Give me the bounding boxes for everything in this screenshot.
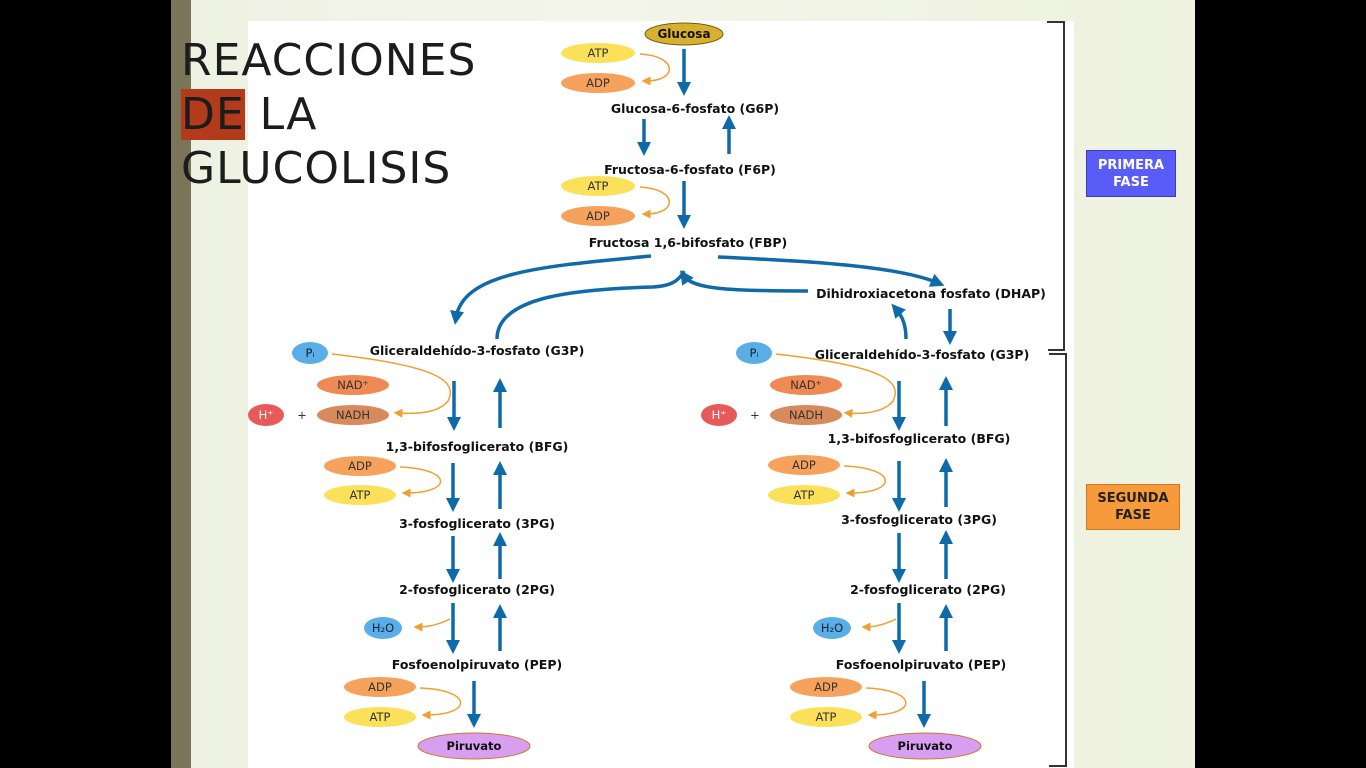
atp-molecule <box>344 707 416 727</box>
adp-molecule <box>768 455 840 475</box>
nadh-molecule <box>770 405 842 425</box>
adp-label: ADP <box>814 680 838 694</box>
pep-label: Fosfoenolpiruvato (PEP) <box>392 657 562 672</box>
pg3-label: 3-fosfoglicerato (3PG) <box>841 512 997 527</box>
pi-molecule <box>736 342 772 364</box>
h2o-label: H₂O <box>372 621 394 635</box>
title-line-1: REACCIONES <box>181 35 477 86</box>
f6p-label: Fructosa-6-fosfato (F6P) <box>604 162 776 177</box>
nad-molecule <box>317 375 389 395</box>
piruvato-label: Piruvato <box>447 739 502 753</box>
left-branch: Gliceraldehído-3-fosfato (G3P) Pᵢ NAD⁺ H… <box>248 342 585 760</box>
side-arrow <box>861 618 897 632</box>
g3p-label: Gliceraldehído-3-fosfato (G3P) <box>370 343 585 358</box>
plus-sign: + <box>297 408 307 422</box>
nadh-label: NADH <box>789 408 823 422</box>
adp-molecule <box>561 73 635 93</box>
reverse-arrow-left <box>495 270 686 340</box>
side-arrow <box>775 353 897 418</box>
side-arrow <box>639 53 670 86</box>
h2o-molecule <box>364 617 402 639</box>
side-arrow <box>419 687 462 720</box>
piruvato-node <box>868 732 982 760</box>
split-arrow-left <box>450 254 652 325</box>
side-arrow <box>331 353 452 418</box>
adp-molecule <box>324 456 396 476</box>
h-ion <box>248 404 284 426</box>
g3p-label: Gliceraldehído-3-fosfato (G3P) <box>815 347 1030 362</box>
atp-label: ATP <box>588 46 609 60</box>
adp-molecule <box>790 677 862 697</box>
atp-label: ATP <box>350 488 371 502</box>
diagram-panel: Glucosa ATP ADP Glucosa-6-fosfato (G6P) … <box>248 21 1074 768</box>
h2o-molecule <box>813 617 851 639</box>
pep-label: Fosfoenolpiruvato (PEP) <box>836 657 1006 672</box>
title-highlight: DE <box>181 89 245 140</box>
nad-label: NAD⁺ <box>337 378 368 392</box>
adp-molecule <box>344 677 416 697</box>
pi-label: Pᵢ <box>750 346 759 360</box>
g6p-label: Glucosa-6-fosfato (G6P) <box>611 101 779 116</box>
atp-molecule <box>768 485 840 505</box>
split-arrow-right <box>717 255 945 287</box>
slide: Glucosa ATP ADP Glucosa-6-fosfato (G6P) … <box>171 0 1195 768</box>
slide-title: REACCIONES DE LA GLUCOLISIS <box>181 34 511 196</box>
atp-label: ATP <box>794 488 815 502</box>
piruvato-node <box>417 732 531 760</box>
h-label: H⁺ <box>712 408 727 422</box>
pg3-label: 3-fosfoglicerato (3PG) <box>399 516 555 531</box>
left-accent-bar <box>171 0 191 768</box>
pg2-label: 2-fosfoglicerato (2PG) <box>850 582 1006 597</box>
side-arrow <box>843 465 886 498</box>
side-arrow <box>413 618 451 632</box>
adp-label: ADP <box>586 209 610 223</box>
side-arrow <box>865 687 907 720</box>
glucosa-node <box>644 22 724 46</box>
pi-label: Pᵢ <box>306 346 315 360</box>
dhap-label: Dihidroxiacetona fosfato (DHAP) <box>816 286 1046 301</box>
adp-label: ADP <box>792 458 816 472</box>
glucosa-label: Glucosa <box>657 27 710 41</box>
fbp-label: Fructosa 1,6-bifosfato (FBP) <box>589 235 787 250</box>
atp-label: ATP <box>588 179 609 193</box>
glycolysis-diagram: Glucosa ATP ADP Glucosa-6-fosfato (G6P) … <box>248 22 1046 760</box>
atp-molecule <box>561 176 635 196</box>
atp-molecule <box>324 485 396 505</box>
side-arrow <box>639 186 670 219</box>
title-line-2-rest: LA <box>244 89 318 140</box>
h-label: H⁺ <box>259 408 274 422</box>
adp-molecule <box>561 206 635 226</box>
atp-molecule <box>790 707 862 727</box>
pi-molecule <box>292 342 328 364</box>
adp-label: ADP <box>586 76 610 90</box>
phase-badge-second: SEGUNDA FASE <box>1086 484 1180 530</box>
adp-label: ADP <box>368 680 392 694</box>
pg2-label: 2-fosfoglicerato (2PG) <box>399 582 555 597</box>
h-ion <box>701 404 737 426</box>
nadh-label: NADH <box>336 408 370 422</box>
title-line-3: GLUCOLISIS <box>181 143 452 194</box>
side-arrow <box>399 466 442 498</box>
nadh-molecule <box>317 405 389 425</box>
reverse-arrow-right <box>680 270 809 293</box>
bfg-label: 1,3-bifosfoglicerato (BFG) <box>828 431 1011 446</box>
right-branch: Gliceraldehído-3-fosfato (G3P) Pᵢ NAD⁺ H… <box>701 342 1030 760</box>
plus-sign: + <box>750 408 760 422</box>
atp-molecule <box>561 43 635 63</box>
adp-label: ADP <box>348 459 372 473</box>
nad-molecule <box>770 375 842 395</box>
atp-label: ATP <box>816 710 837 724</box>
nad-label: NAD⁺ <box>790 378 821 392</box>
bfg-label: 1,3-bifosfoglicerato (BFG) <box>386 439 569 454</box>
phase-badge-first: PRIMERA FASE <box>1086 150 1176 197</box>
piruvato-label: Piruvato <box>898 739 953 753</box>
dhap-reverse-arrow <box>891 303 908 340</box>
atp-label: ATP <box>370 710 391 724</box>
title-line-2: DE LA <box>181 88 511 142</box>
h2o-label: H₂O <box>821 621 843 635</box>
